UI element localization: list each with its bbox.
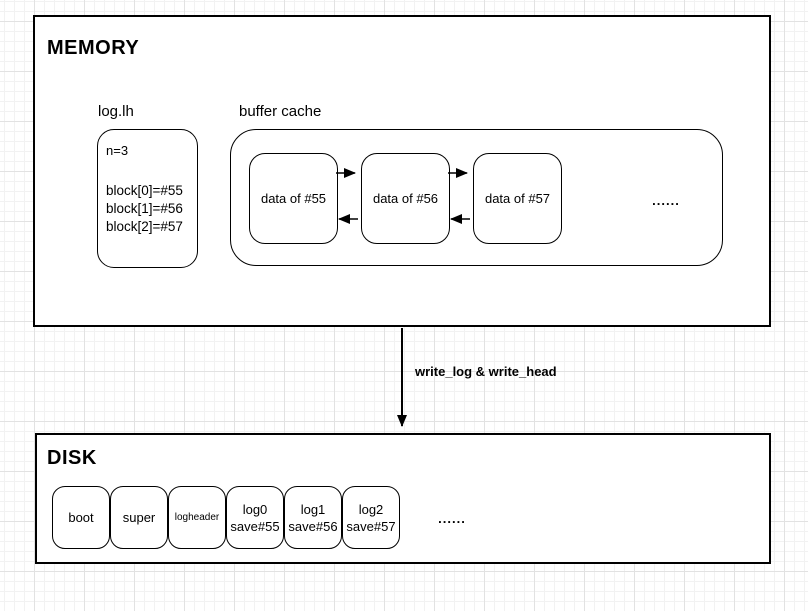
disk-cell-line: save#57 xyxy=(346,518,396,534)
log-lh-label: log.lh xyxy=(98,103,134,120)
disk-ellipsis: ...... xyxy=(438,511,466,526)
log-lh-block-entry: block[2]=#57 xyxy=(106,219,183,234)
data-node-56[interactable]: data of #56 xyxy=(361,153,450,244)
disk-cell-line: logheader xyxy=(174,512,220,523)
disk-cell-line: log1 xyxy=(300,501,326,517)
data-node-label: data of #56 xyxy=(372,191,439,206)
data-node-label: data of #55 xyxy=(260,191,327,206)
buffer-cache-label: buffer cache xyxy=(239,103,322,120)
write-flow-label: write_log & write_head xyxy=(415,364,557,379)
log-lh-n-value: n=3 xyxy=(106,143,129,158)
log-lh-box[interactable]: n=3 block[0]=#55 block[1]=#56 block[2]=#… xyxy=(97,129,198,268)
disk-cell-line: boot xyxy=(68,510,94,525)
disk-cell-line: save#56 xyxy=(288,518,338,534)
disk-cell-line: save#55 xyxy=(230,518,280,534)
disk-cell-logheader[interactable]: logheader xyxy=(168,486,226,549)
data-node-label: data of #57 xyxy=(484,191,551,206)
log-lh-block-entry: block[1]=#56 xyxy=(106,201,183,216)
data-node-55[interactable]: data of #55 xyxy=(249,153,338,244)
disk-cell-line: log0 xyxy=(242,501,268,517)
log-lh-block-entry: block[0]=#55 xyxy=(106,183,183,198)
disk-cell-super[interactable]: super xyxy=(110,486,168,549)
disk-cell-line: super xyxy=(122,510,156,525)
buffer-cache-ellipsis: ...... xyxy=(652,193,680,208)
disk-cell-boot[interactable]: boot xyxy=(52,486,110,549)
memory-title: MEMORY xyxy=(47,37,140,59)
disk-title: DISK xyxy=(47,447,97,469)
memory-box[interactable]: MEMORY log.lh n=3 block[0]=#55 block[1]=… xyxy=(33,15,771,327)
disk-cell-line: log2 xyxy=(358,501,384,517)
buffer-cache-box[interactable]: data of #55 data of #56 data of #57 ....… xyxy=(230,129,723,266)
data-node-57[interactable]: data of #57 xyxy=(473,153,562,244)
